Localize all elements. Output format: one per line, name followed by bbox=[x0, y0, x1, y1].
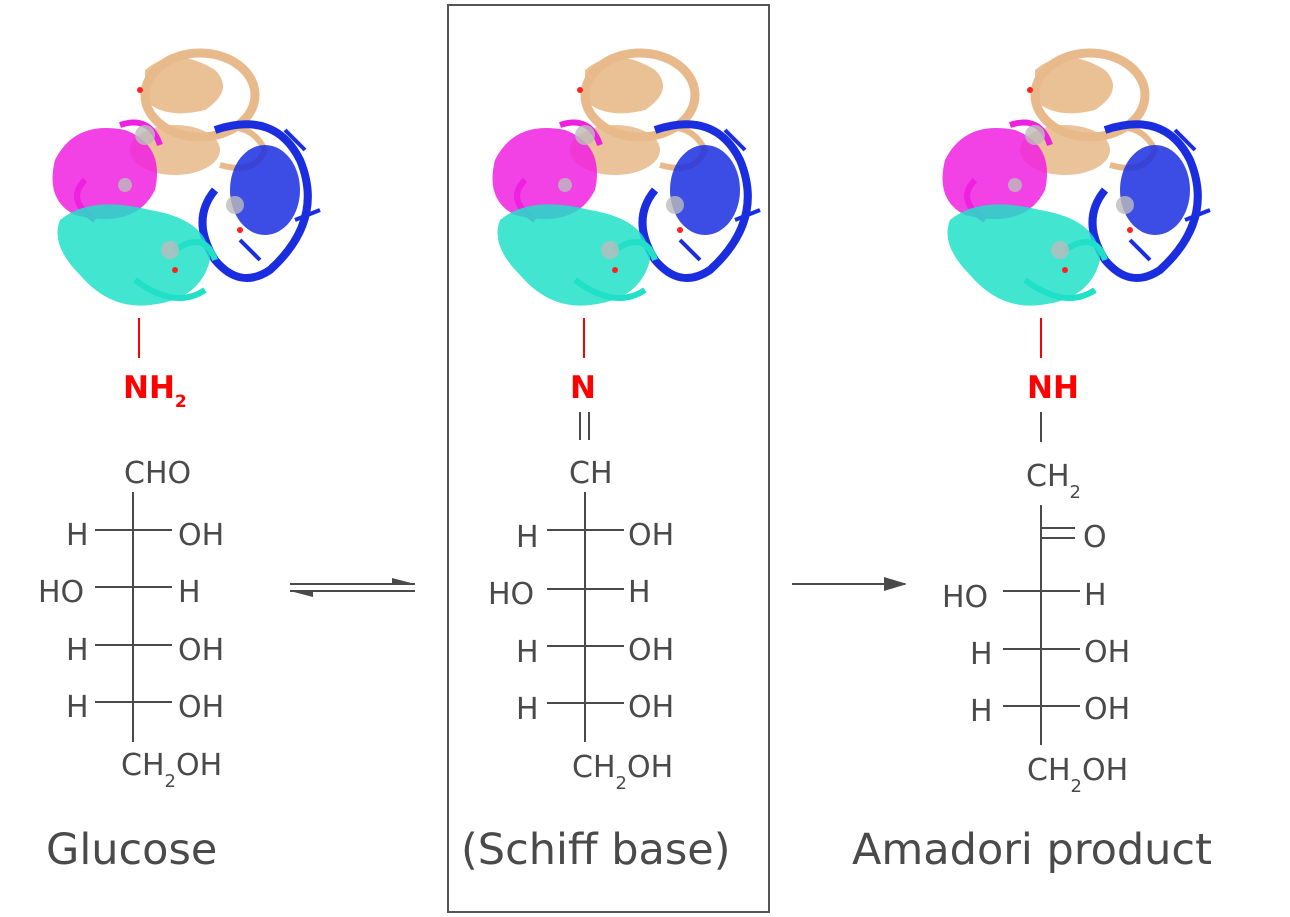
panel-label: (Schiff base) bbox=[461, 825, 731, 875]
ketone-oxygen: O bbox=[1083, 520, 1107, 555]
schiff-panel: N CH H OH HO H H OH H OH CH2OH (Schiff b… bbox=[447, 4, 770, 913]
amine-label: N bbox=[570, 370, 596, 406]
row-left: H bbox=[516, 520, 539, 555]
panel-label: Amadori product bbox=[852, 825, 1212, 875]
reaction-arrow bbox=[792, 577, 907, 591]
row-right: OH bbox=[628, 633, 674, 668]
row-left: H bbox=[66, 690, 89, 725]
row-left: H bbox=[66, 518, 89, 553]
row-right: H bbox=[178, 575, 201, 610]
amine-label: NH2 bbox=[123, 370, 187, 412]
row-right: OH bbox=[178, 518, 224, 553]
chain-bottom: CH2OH bbox=[572, 750, 673, 794]
hemoglobin-protein-icon bbox=[943, 53, 1211, 306]
chain-top: CH bbox=[569, 456, 613, 491]
highlight-box bbox=[447, 4, 770, 913]
row-left: H bbox=[66, 633, 89, 668]
equilibrium-arrow bbox=[290, 578, 415, 597]
chain-bottom: CH2OH bbox=[1027, 753, 1128, 797]
glucose-panel: NH2 CHO H OH HO H H OH H OH CH2OH Glucos… bbox=[38, 53, 320, 875]
row-right: OH bbox=[628, 518, 674, 553]
row-right: OH bbox=[178, 690, 224, 725]
row-left: HO bbox=[488, 577, 534, 612]
row-left: H bbox=[970, 694, 993, 729]
hemoglobin-protein-icon bbox=[493, 53, 761, 306]
hemoglobin-protein-icon bbox=[53, 53, 321, 306]
amadori-panel: NH CH2 O HO H H OH H OH CH2OH Amadori pr… bbox=[852, 53, 1212, 875]
row-right: H bbox=[1084, 578, 1107, 613]
row-right: H bbox=[628, 575, 651, 610]
chain-top: CHO bbox=[124, 456, 191, 491]
row-left: H bbox=[516, 692, 539, 727]
row-left: HO bbox=[38, 575, 84, 610]
row-right: OH bbox=[1084, 692, 1130, 727]
chain-bottom: CH2OH bbox=[121, 748, 222, 792]
row-right: OH bbox=[628, 690, 674, 725]
chain-top: CH2 bbox=[1026, 459, 1081, 503]
row-left: H bbox=[970, 637, 993, 672]
panel-label: Glucose bbox=[46, 825, 217, 875]
row-right: OH bbox=[178, 633, 224, 668]
row-right: OH bbox=[1084, 635, 1130, 670]
amine-label: NH bbox=[1027, 370, 1079, 406]
row-left: HO bbox=[942, 580, 988, 615]
row-left: H bbox=[516, 635, 539, 670]
